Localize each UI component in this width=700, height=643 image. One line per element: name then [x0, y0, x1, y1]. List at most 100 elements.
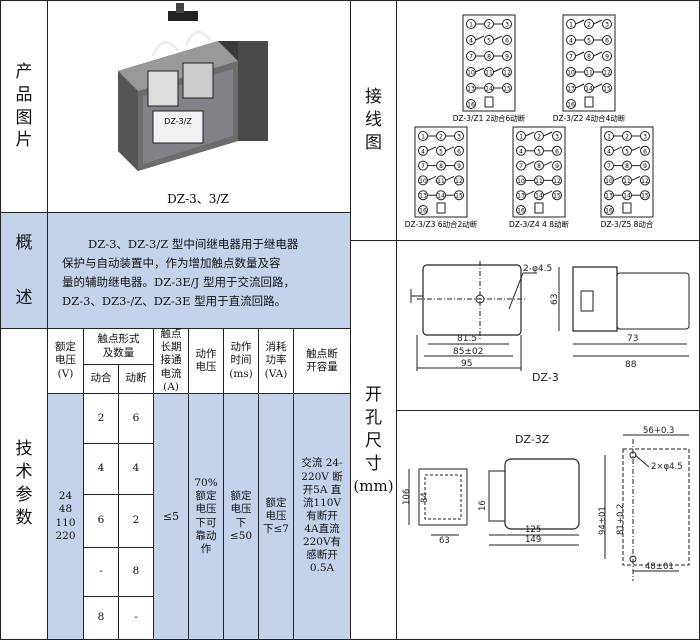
dz3z-dim-94: 94±01 [598, 506, 608, 535]
product-image-label: 产 品 图 片 [15, 61, 33, 151]
terminal-number: 10 [605, 178, 613, 185]
terminal-circle [502, 51, 512, 61]
terminal-number: 15 [455, 193, 463, 200]
terminal-number: 12 [553, 178, 561, 185]
overview-text-cell: DZ-3、DZ-3/Z 型中间继电器用于继电器 保护与自动装置中，作为增加触点数… [47, 212, 351, 329]
terminal-number: 3 [505, 22, 509, 29]
terminal-number: 4 [469, 38, 473, 45]
terminal-number: 14 [585, 86, 593, 93]
terminal-circle [454, 145, 464, 156]
terminal-number: 4 [421, 148, 425, 155]
overview-line-2: 保护与自动装置中，作为增加触点数量及容 [62, 256, 281, 270]
dz3z-dim-56: 56+0.3 [643, 426, 674, 436]
terminal-number: 6 [555, 148, 559, 155]
header-rated-voltage: 额定电压(V) [47, 328, 84, 394]
dz3z-dim-63: 63 [439, 536, 450, 546]
header-operate-time: 动作时间(ms) [223, 328, 259, 394]
terminal-circle [552, 160, 562, 171]
terminal-number: 9 [457, 163, 461, 170]
terminal-circle [602, 83, 612, 93]
terminal-number: 1 [607, 134, 611, 141]
terminal-number: 7 [421, 163, 425, 170]
relay-label-text: DZ-3/Z [164, 117, 192, 126]
terminal-circle [516, 205, 526, 215]
terminal-number: 11 [535, 178, 543, 185]
contact-row-5-break: - [118, 596, 154, 640]
product-caption: DZ-3、3/Z [167, 192, 229, 206]
terminal-number: 15 [503, 86, 511, 93]
terminal-number: 6 [605, 38, 609, 45]
contact-row-1-make: 2 [83, 393, 119, 444]
terminal-number: 4 [607, 148, 611, 155]
terminal-number: 9 [505, 54, 509, 61]
terminal-number: 8 [487, 54, 491, 61]
dz3z-title: DZ-3Z [515, 433, 550, 446]
terminal-number: 13 [605, 193, 613, 200]
terminal-number: 14 [437, 193, 445, 200]
relay-photo: DZ-3/Z DZ-3、3/Z [118, 3, 268, 206]
contact-row-2-make: 4 [83, 443, 119, 495]
terminal-circle [418, 205, 428, 215]
dz3z-hole-label: 2×φ4.5 [651, 462, 683, 472]
wiring-label: 接 线 图 [365, 87, 382, 153]
terminal-number: 11 [485, 70, 493, 77]
terminal-circle [640, 175, 650, 186]
terminal-number: 7 [607, 163, 611, 170]
wiring-caption: DZ-3/Z1 2动合6动断 [453, 113, 526, 123]
dz3z-dim-48: 48±01 [645, 562, 674, 572]
wiring-caption: DZ-3/Z5 8动合 [601, 219, 654, 229]
operate-voltage-cell: 70%额定电压下可靠动作 [188, 393, 224, 640]
terminal-number: 9 [605, 54, 609, 61]
terminal-circle [466, 99, 476, 109]
terminal-number: 13 [517, 193, 525, 200]
header-contact-form: 触点形式及数量 [83, 328, 154, 365]
contact-row-3-break: 2 [118, 494, 154, 548]
terminal-number: 13 [567, 86, 575, 93]
coil-symbol [436, 202, 446, 214]
terminal-number: 12 [603, 70, 611, 77]
terminal-number: 13 [467, 86, 475, 93]
terminal-circle [454, 190, 464, 201]
wiring-caption: DZ-3/Z3 6动合2动断 [405, 219, 478, 229]
header-break: 动断 [118, 364, 154, 394]
terminal-number: 15 [603, 86, 611, 93]
dz3-dim-85: 85±02 [453, 347, 483, 357]
dz3z-dim-16: 16 [478, 500, 488, 511]
dz3z-dim-106: 106 [402, 489, 412, 505]
terminal-number: 14 [485, 86, 493, 93]
terminal-number: 13 [419, 193, 427, 200]
terminal-circle [454, 175, 464, 186]
terminal-circle [602, 51, 612, 61]
terminal-circle [566, 99, 576, 109]
header-make: 动合 [83, 364, 119, 394]
terminal-number: 5 [487, 38, 491, 45]
dz3-dim-95: 95 [461, 359, 472, 369]
overview-label-cell: 概 述 [0, 212, 48, 329]
dz3-drawing: 2-φ4.5 81.5 85±02 95 63 73 88 DZ-3 [410, 261, 690, 384]
terminal-number: 8 [439, 163, 443, 170]
terminal-number: 3 [555, 134, 559, 141]
terminal-number: 11 [437, 178, 445, 185]
tech-label-cell: 技 术 参 数 [0, 328, 48, 640]
terminal-number: 2 [625, 134, 629, 141]
dimensions-unit: (mm) [353, 476, 394, 495]
contact-row-4-break: 8 [118, 547, 154, 597]
dz3-title: DZ-3 [532, 371, 559, 384]
terminal-number: 16 [567, 102, 575, 109]
terminal-circle [502, 83, 512, 93]
terminal-number: 1 [421, 134, 425, 141]
terminal-number: 10 [517, 178, 525, 185]
terminal-number: 10 [567, 70, 575, 77]
terminal-number: 7 [569, 54, 573, 61]
overview-label: 概 述 [15, 232, 33, 308]
dimensions-label-cell: 开 孔 尺 寸 (mm) [350, 240, 397, 640]
current-cell: ≤5 [153, 393, 189, 640]
terminal-circle [604, 205, 614, 215]
terminal-circle [602, 35, 612, 45]
terminal-circle [502, 67, 512, 77]
terminal-number: 7 [469, 54, 473, 61]
terminal-number: 3 [643, 134, 647, 141]
